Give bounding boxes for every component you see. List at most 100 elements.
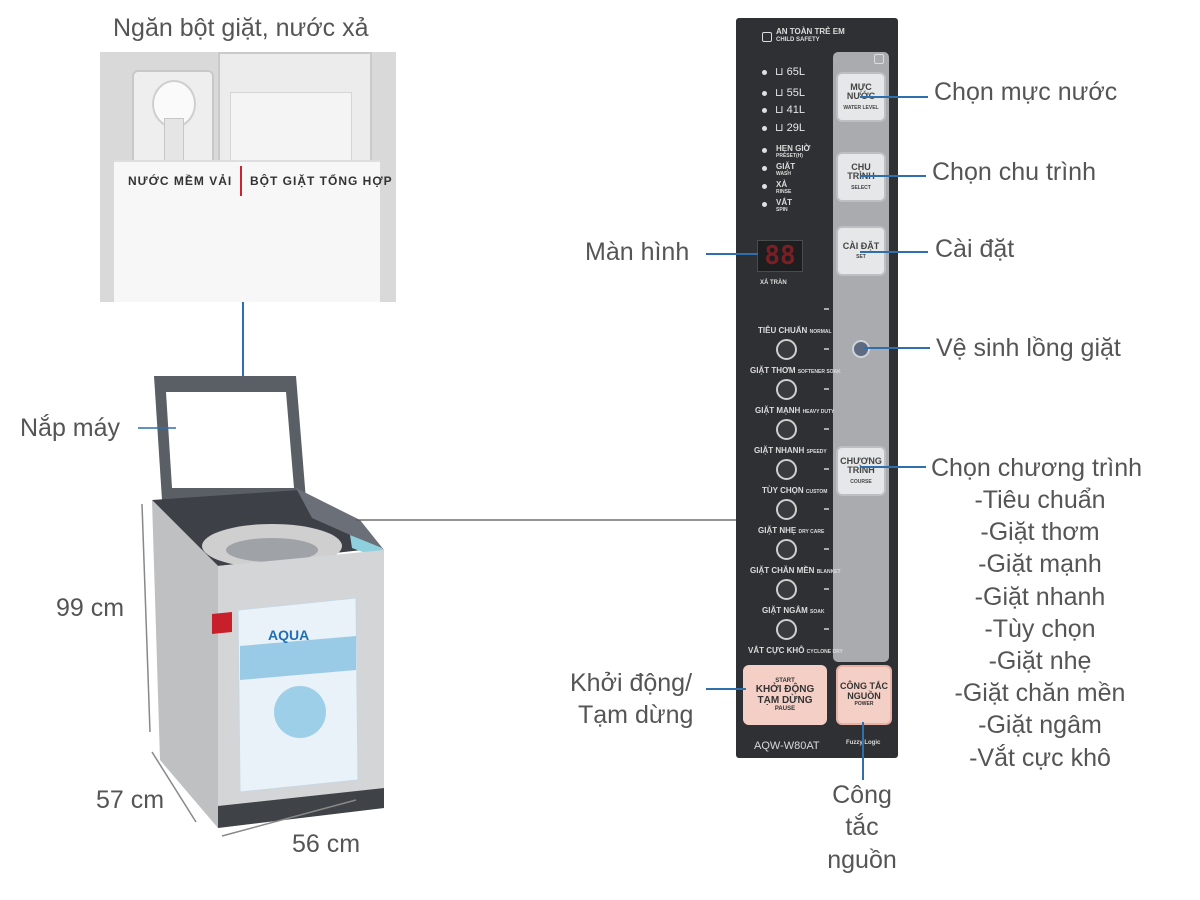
status-wash-en: WASH [776,171,791,177]
program-icon-normal [776,339,797,360]
sticker-band [240,636,356,680]
water-level-55: ⊔ 55L [775,86,805,99]
status-rinse-en: RINSE [776,189,792,195]
program-icon-soak [776,619,797,640]
lid-label: Nắp máy [20,414,121,442]
program-label-heavy: GIẶT MẠNH HEAVY DUTY [755,406,835,415]
tub-clean-callout-line [864,347,930,349]
tub-icon: ⊔ [775,104,784,116]
program-tick [824,348,829,350]
brand-text: AQUA [268,627,309,643]
water-level-29: ⊔ 29L [775,121,805,134]
water-level-41: ⊔ 41L [775,103,805,116]
program-label-drycare: GIẶT NHẸ DRY CARE [758,526,825,535]
digital-display: 88 [757,240,803,272]
start-label-line2: Tạm dừng [578,701,694,729]
program-list-item: -Giặt nhẹ [988,647,1092,675]
width-label: 56 cm [292,830,361,858]
water-level-65-text: 65L [786,66,806,78]
start-label-line1: Khởi động/ [570,669,693,697]
program-list-item: -Giặt ngâm [978,711,1102,740]
red-badge [212,612,232,634]
program-label-cyclone: VẮT CỰC KHÔ CYCLONE DRY [748,646,843,655]
screen-label: Màn hình [585,238,690,266]
tub-clean-label: Vệ sinh lồng giặt [936,334,1121,362]
water-level-callout-line [860,96,928,98]
tub-icon: ⊔ [775,87,784,99]
depth-dimension-line [151,751,197,823]
program-label-normal: TIÊU CHUẨN NORMAL [758,326,832,335]
tub-clean-button[interactable] [852,340,870,358]
program-tick [824,548,829,550]
water-level-29-text: 29L [786,122,806,134]
washing-machine-illustration: AQUA [138,376,736,837]
water-level-55-text: 55L [786,87,806,99]
model-number: AQW-W80AT [754,740,820,752]
drawer-divider [240,166,242,196]
power-button[interactable]: CÔNG TẮC NGUỒN POWER [836,665,892,725]
program-tick [824,388,829,390]
power-label-line3: nguồn [827,846,897,874]
power-callout-line [862,722,864,780]
status-spin-en: SPIN [776,207,788,213]
program-tick [824,308,829,310]
start-pause-button[interactable]: START KHỞI ĐỘNG TẠM DỪNG PAUSE [743,665,827,725]
detergent-text: BỘT GIẶT TỔNG HỢP [250,174,393,188]
program-tick [824,468,829,470]
status-dot-rinse [762,184,767,189]
height-label: 99 cm [56,594,125,622]
program-tick [824,508,829,510]
cycle-callout-line [860,175,926,177]
level-indicator-65 [762,70,767,75]
program-label-speedy: GIẶT NHANH SPEEDY [754,446,827,455]
drawer-label: Ngăn bột giặt, nước xả [113,14,369,42]
program-icon-drycare [776,539,797,560]
power-label-line1: Công [832,781,892,809]
program-label: Chọn chương trình [931,454,1143,482]
water-level-41-text: 41L [786,104,806,116]
program-label-softener: GIẶT THƠM SOFTENER SOAK [750,366,841,375]
status-wash: GIẶT [776,162,796,171]
program-list-item: -Giặt mạnh [978,550,1102,579]
machine-control-strip [296,488,384,550]
depth-label: 57 cm [96,786,165,814]
child-safety-en: CHILD SAFETY [776,37,820,43]
cycle-label: Chọn chu trình [932,158,1096,186]
program-list-item: -Vắt cực khô [969,743,1111,772]
program-icon-custom [776,499,797,520]
cycle-button[interactable]: CHUTRÌNHSELECT [836,152,886,202]
tub-icon: ⊔ [775,66,784,78]
program-tick [824,628,829,630]
drum-inner [226,538,318,562]
water-level-label: Chọn mực nước [934,78,1118,106]
start-callout-line [706,688,746,690]
body-side [152,500,218,828]
water-level-65: ⊔ 65L [775,65,805,78]
rinse-overflow-text: XẢ TRÀN [760,280,787,286]
program-label-blanket: GIẶT CHĂN MỀN BLANKET [750,566,841,575]
program-list-item: -Giặt thơm [980,518,1100,547]
program-callout-line [860,466,926,468]
detergent-tray-inner [230,92,352,164]
height-dimension-line [141,503,151,733]
level-indicator-29 [762,126,767,131]
child-safety-icon [762,32,772,42]
program-list-item: -Tiêu chuẩn [974,486,1106,514]
settings-label: Cài đặt [935,235,1015,263]
level-indicator-41 [762,108,767,113]
softener-text: NƯỚC MỀM VẢI [128,174,233,188]
detergent-drawer-photo: NƯỚC MỀM VẢI BỘT GIẶT TỔNG HỢP [100,52,396,302]
program-icon-heavy [776,419,797,440]
sticker-graphic [274,686,326,738]
drawer-front [114,160,380,302]
power-label-line2: tắc [845,813,879,841]
width-dimension-line [221,799,357,837]
program-tick [824,588,829,590]
program-icon-blanket [776,579,797,600]
status-preset-en: PRESET(H) [776,153,803,159]
program-label-soak: GIẶT NGÂM SOAK [762,606,825,615]
status-rinse: XẢ [776,180,788,189]
program-icon-softener [776,379,797,400]
screen-callout-line [706,253,758,255]
